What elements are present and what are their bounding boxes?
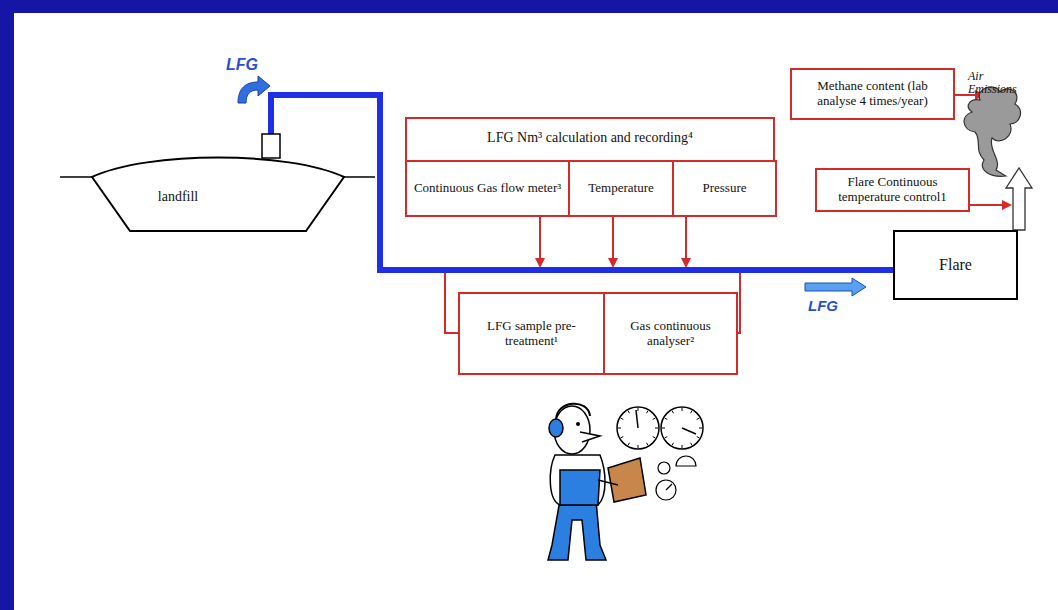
node-text: Methane content (lab analyse 4 times/yea… bbox=[797, 79, 948, 109]
process-box: Flare Continuous temperature control1 bbox=[815, 168, 970, 212]
flare-box: Flare bbox=[893, 230, 1018, 300]
measure-arrow bbox=[539, 215, 541, 266]
measurement-cell: Pressure bbox=[672, 160, 777, 217]
measure-arrow bbox=[612, 215, 614, 266]
landfill-mound: landfill bbox=[88, 133, 350, 233]
emission-cloud bbox=[964, 87, 1020, 176]
stack-arrow bbox=[1006, 168, 1032, 230]
node-text: Temperature bbox=[588, 181, 654, 196]
ground-line bbox=[340, 176, 375, 178]
node-text: Flare Continuous temperature control1 bbox=[822, 175, 963, 205]
calculation-box: LFG Nm³ calculation and recording⁴ Contin… bbox=[405, 117, 775, 215]
gas-pipe bbox=[271, 95, 893, 270]
blue-frame-left bbox=[0, 0, 14, 610]
flow-arrow bbox=[238, 76, 270, 103]
process-box: Methane content (lab analyse 4 times/yea… bbox=[790, 68, 955, 120]
node-text: LFG sample pre-treatment¹ bbox=[465, 319, 598, 349]
sample-line bbox=[738, 273, 740, 333]
node-text: Gas continuous analyser² bbox=[610, 319, 731, 349]
sample-line bbox=[445, 273, 458, 333]
emission-label: Air Emissions bbox=[968, 70, 1028, 96]
node-text: Continuous Gas flow meter³ bbox=[414, 181, 561, 196]
ground-line bbox=[60, 176, 92, 178]
measurement-cell: Temperature bbox=[568, 160, 674, 217]
control-arrow bbox=[970, 204, 1010, 206]
blue-frame-top bbox=[0, 0, 1058, 13]
measure-arrow bbox=[685, 215, 687, 266]
flow-label: LFG bbox=[226, 56, 258, 74]
measurement-cell: Continuous Gas flow meter³ bbox=[405, 160, 570, 217]
worker-cartoon bbox=[548, 404, 703, 560]
flow-label: LFG bbox=[808, 297, 838, 314]
process-box: LFG sample pre-treatment¹ bbox=[458, 292, 605, 375]
node-text: landfill bbox=[88, 189, 268, 205]
node-text: Flare bbox=[939, 256, 972, 274]
landfill-outline bbox=[88, 133, 350, 233]
node-text: LFG Nm³ calculation and recording⁴ bbox=[407, 119, 773, 158]
process-box: Gas continuous analyser² bbox=[603, 292, 738, 375]
flow-arrow bbox=[805, 278, 866, 296]
node-text: Pressure bbox=[702, 181, 746, 196]
